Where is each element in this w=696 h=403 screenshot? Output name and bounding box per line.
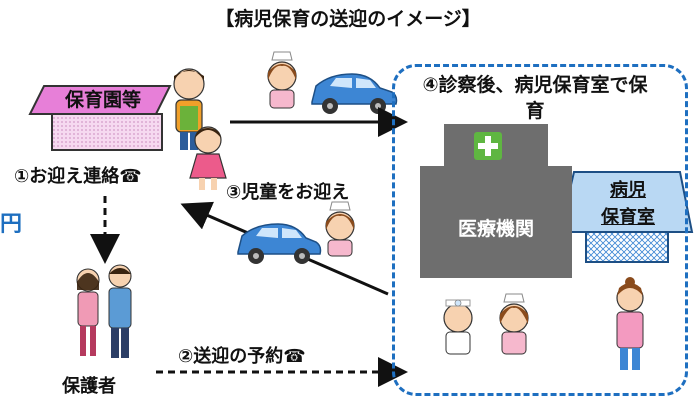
boy-illustration [173, 68, 205, 150]
hospital-building [420, 166, 572, 278]
diagram-title: 【病児保育の送迎のイメージ】 [215, 8, 481, 30]
nurse-illustration-bottom [499, 293, 529, 355]
step1-label: ①お迎え連絡☎ [14, 166, 142, 187]
doctor-illustration [443, 299, 473, 355]
sick-care-area-frame [392, 64, 688, 396]
childcare-worker-illustration [616, 277, 644, 370]
sick-room-label-line1: 病児 [610, 180, 646, 201]
nursery-label: 保育園等 [64, 89, 141, 111]
medical-cross-icon [474, 132, 502, 160]
nurse-illustration-mid [325, 201, 355, 257]
car-illustration-top [311, 73, 398, 114]
guardians-illustration [76, 264, 132, 358]
partial-text: 円 [0, 212, 23, 237]
nurse-illustration-top [267, 51, 297, 109]
sick-care-room-building [558, 171, 694, 263]
step2-label: ②送迎の予約☎ [178, 346, 306, 367]
crying-girl-illustration [189, 126, 227, 190]
car-illustration-bottom [237, 223, 322, 264]
sick-room-label-line2: 保育室 [601, 207, 655, 228]
hospital-label: 医療機関 [457, 218, 534, 240]
nursery-building [28, 85, 172, 151]
step4-label: ④診察後、病児保育室で保育 [422, 74, 648, 122]
step3-label: ③児童をお迎え [226, 182, 350, 203]
guardians-label: 保護者 [62, 376, 116, 397]
